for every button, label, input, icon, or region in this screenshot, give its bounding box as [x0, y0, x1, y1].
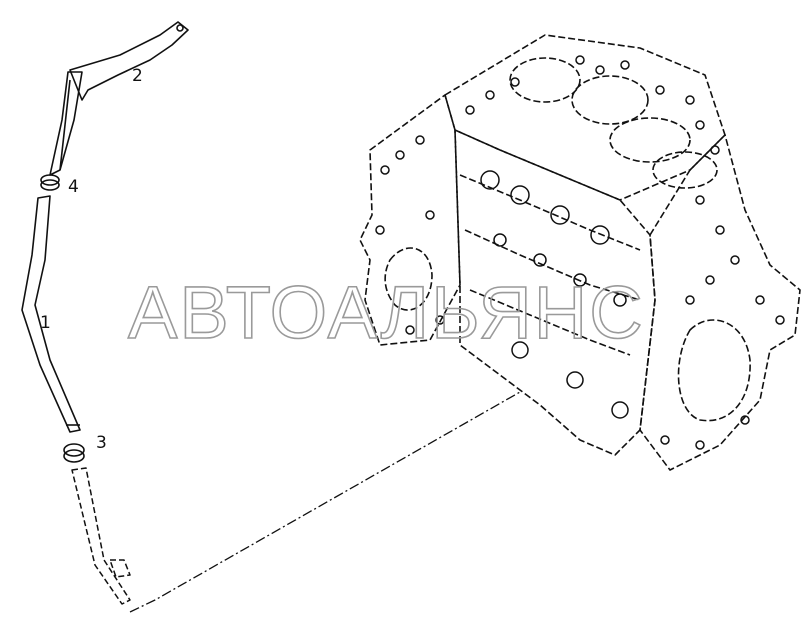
upper-tube — [49, 71, 83, 176]
lower-tube-hidden — [71, 467, 131, 605]
engine-bolt-holes — [375, 55, 785, 450]
callout-1: 1 — [40, 313, 51, 333]
clamp-part-3 — [63, 443, 85, 463]
callout-4: 4 — [68, 177, 79, 197]
callout-2: 2 — [132, 66, 143, 86]
bracket-part — [69, 21, 189, 101]
engine-block — [359, 34, 801, 471]
callout-3: 3 — [96, 433, 107, 453]
assembly-line — [129, 391, 521, 613]
dipstick-tube-part-1 — [21, 195, 81, 433]
watermark-text: АВТОАЛЬЯНС — [128, 271, 645, 354]
clamp-part-4 — [40, 174, 60, 191]
